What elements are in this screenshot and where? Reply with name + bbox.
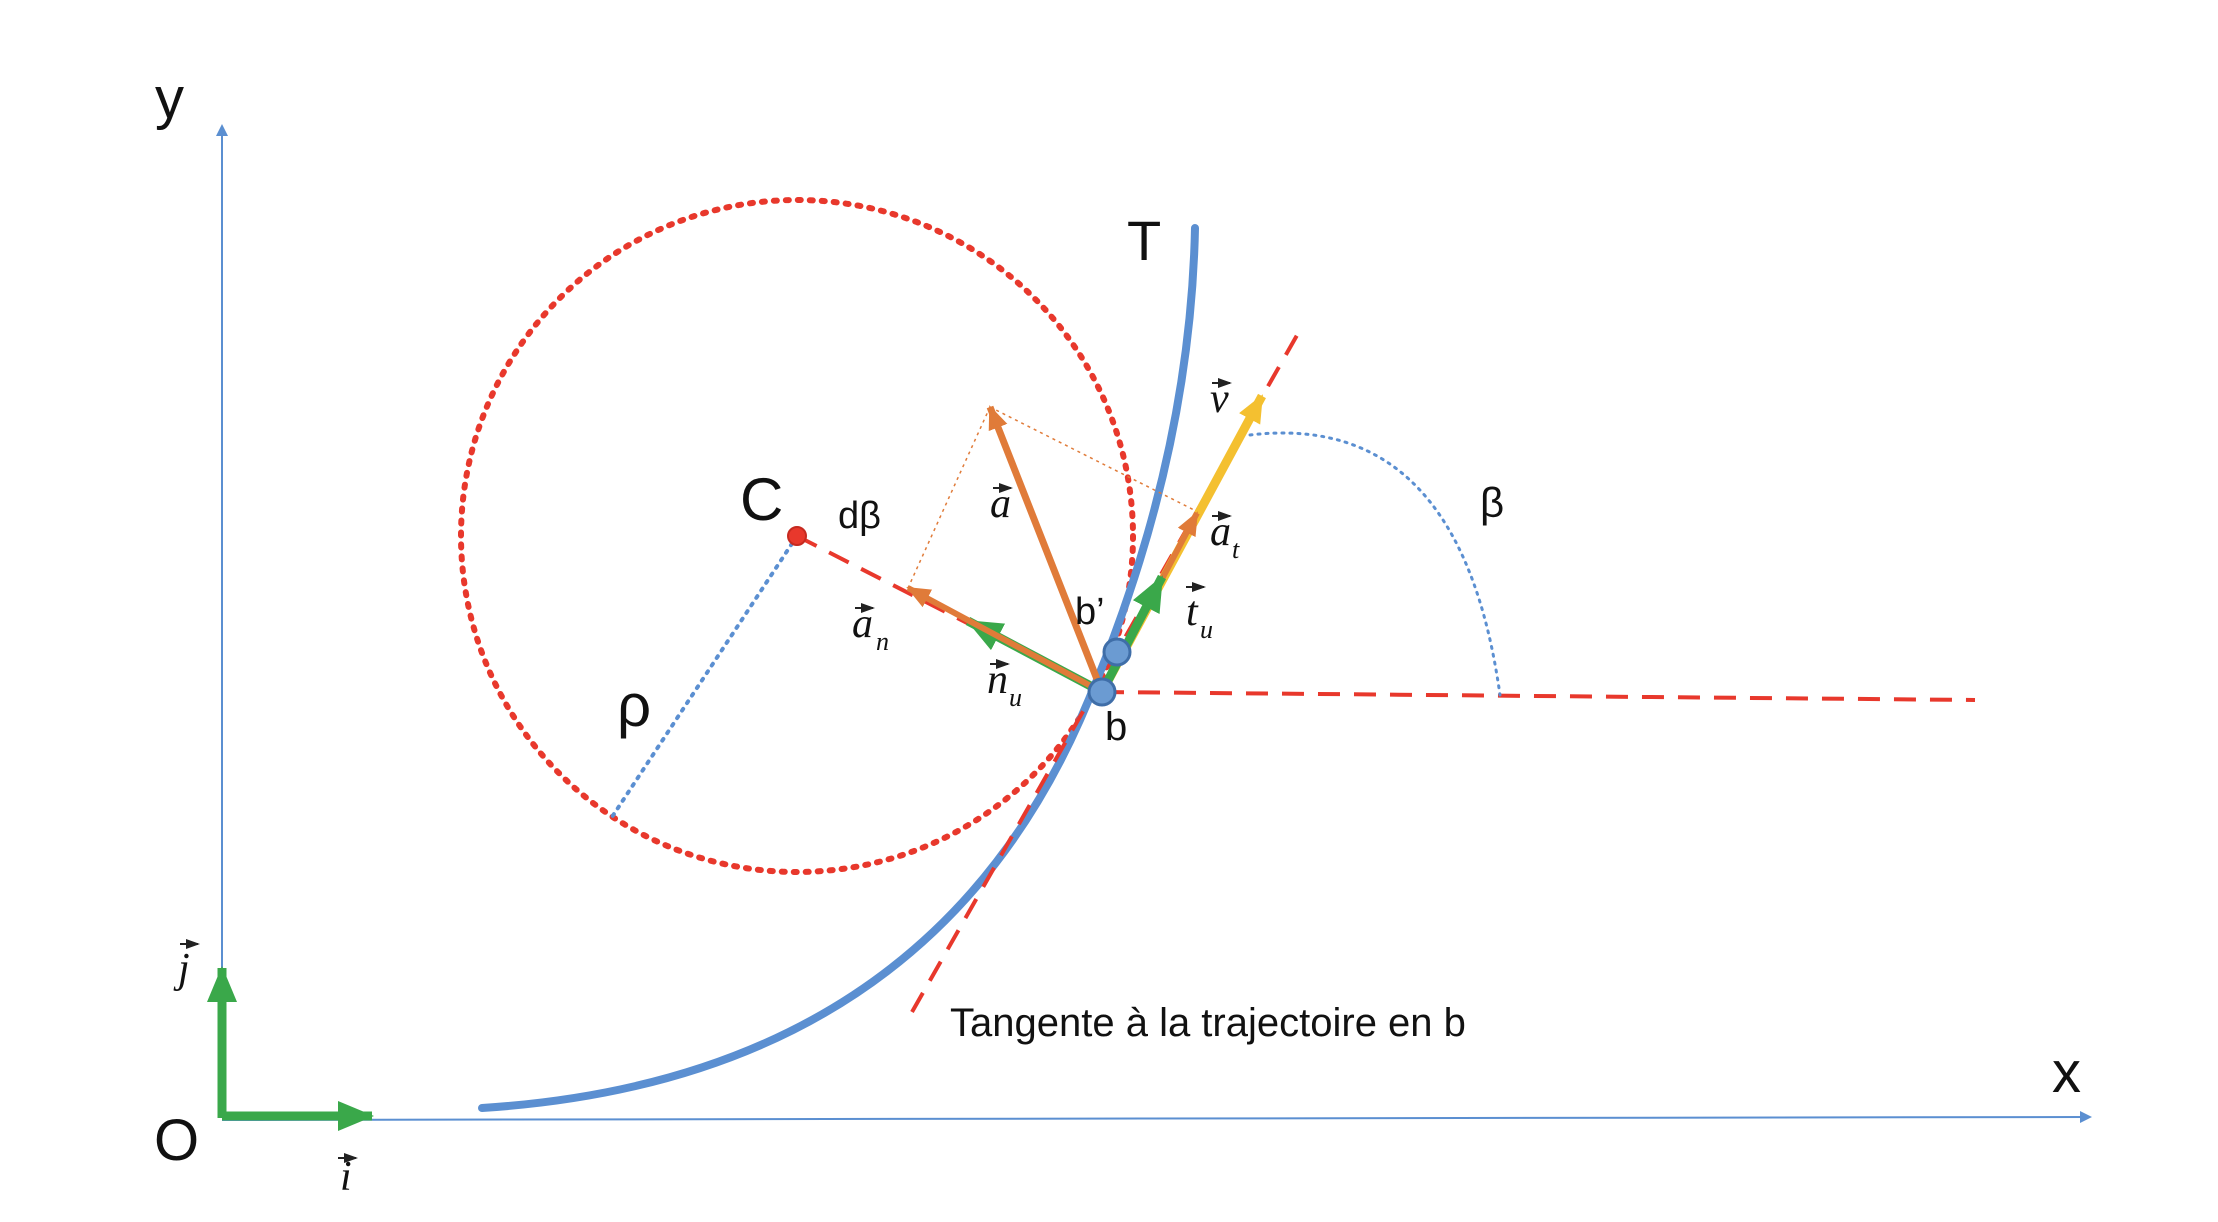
acceleration-vector [986,405,1106,694]
svg-text:u: u [1009,683,1022,712]
y-axis-label: y [155,66,184,131]
point-b-label: b [1105,705,1127,749]
rho-label: ρ [617,672,651,739]
horizontal-reference-line [1101,690,1976,702]
beta-arc [1248,431,1502,697]
svg-text:a: a [1210,509,1231,555]
svg-text:n: n [987,657,1008,703]
beta-label: β [1480,479,1504,526]
unit-i-label: i [338,1153,358,1200]
projection-line-1 [989,406,1201,514]
point-b-prime [1102,637,1132,667]
x-axis [221,1111,2092,1124]
svg-text:a: a [852,601,873,647]
unit-j-label: j [173,939,200,992]
point-b [1087,677,1117,707]
normal-acceleration-label: a n [852,601,889,656]
trajectory-curve [478,224,1199,1112]
unit-tangent-vector [1098,574,1166,695]
svg-text:u: u [1200,615,1213,644]
svg-text:v: v [1210,376,1229,422]
projection-line-2 [907,406,991,589]
svg-text:j: j [173,946,190,992]
origin-label: O [154,1108,199,1173]
radius-rho-line [610,534,799,819]
velocity-label: v [1210,376,1232,422]
unit-tangent-label: t u [1186,582,1213,644]
x-axis-label: x [2052,1040,2081,1105]
svg-text:i: i [340,1154,352,1200]
center-label: C [740,466,783,533]
tangential-acceleration-label: a t [1210,509,1240,564]
tangent-caption: Tangente à la trajectoire en b [950,1001,1466,1045]
svg-text:t: t [1232,535,1240,564]
svg-text:t: t [1186,589,1199,635]
unit-normal-label: n u [987,657,1022,712]
radius-line-cb [796,534,1103,694]
dbeta-label: dβ [838,495,881,537]
center-point-c [787,526,807,546]
point-b-prime-label: b’ [1075,591,1105,633]
svg-text:a: a [990,481,1011,527]
svg-text:n: n [876,627,889,656]
trajectory-label: T [1127,209,1161,272]
acceleration-label: a [990,481,1013,527]
osculating-circle [458,197,1136,875]
normal-acceleration-vector [906,585,1104,695]
